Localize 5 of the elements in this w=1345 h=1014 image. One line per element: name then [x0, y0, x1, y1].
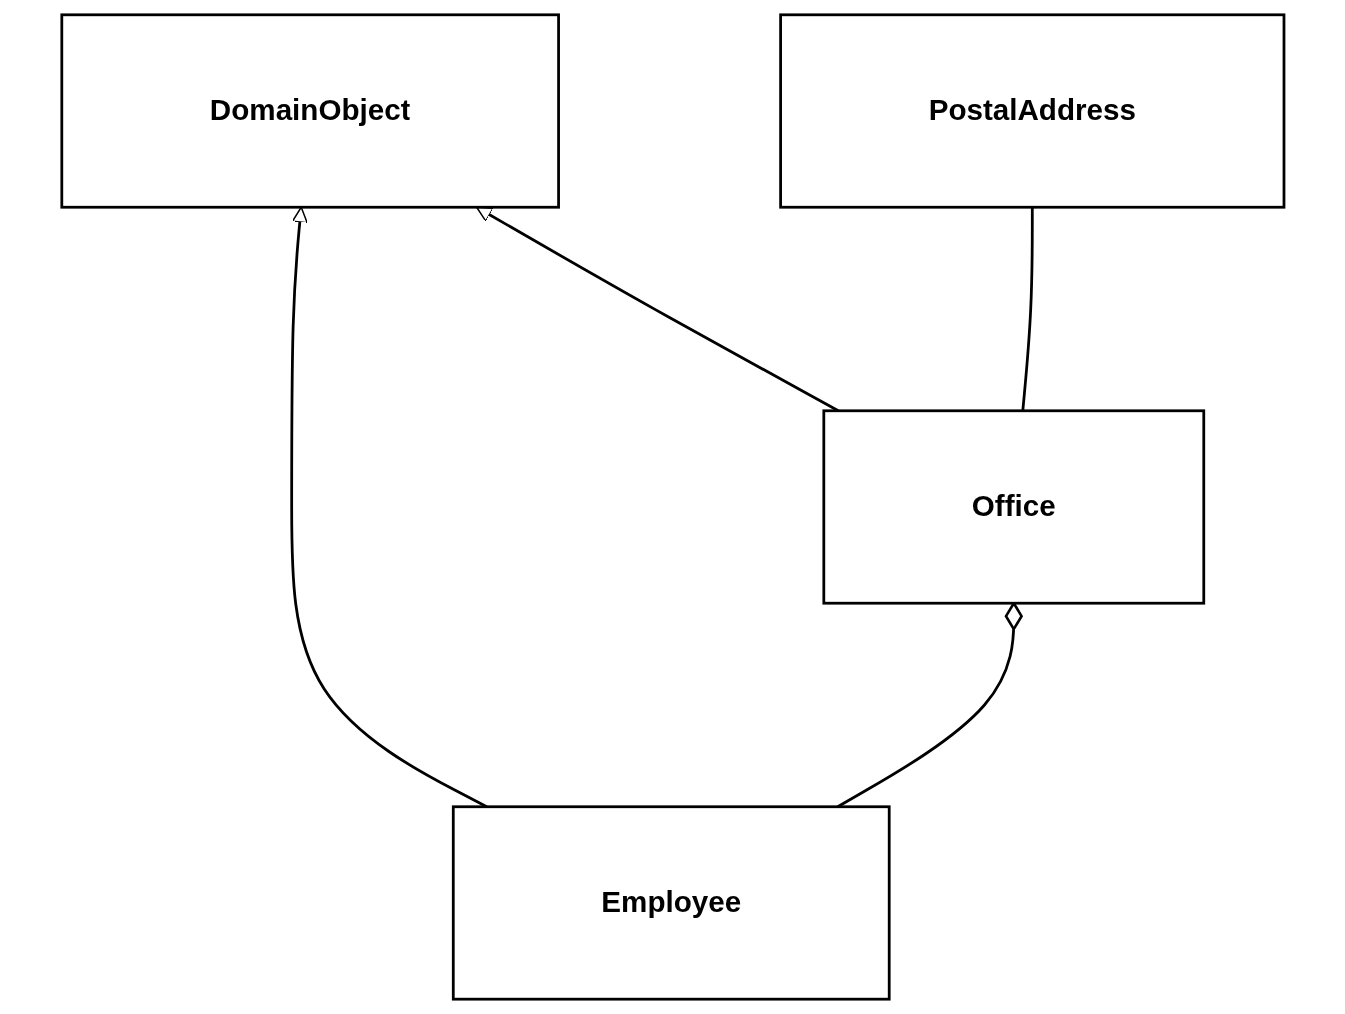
- node-box: Office: [822, 409, 1205, 605]
- connector: [1021, 207, 1034, 411]
- node-box: DomainObject: [60, 13, 560, 209]
- node-box: PostalAddress: [778, 13, 1285, 209]
- node-box: Employee: [451, 805, 891, 1001]
